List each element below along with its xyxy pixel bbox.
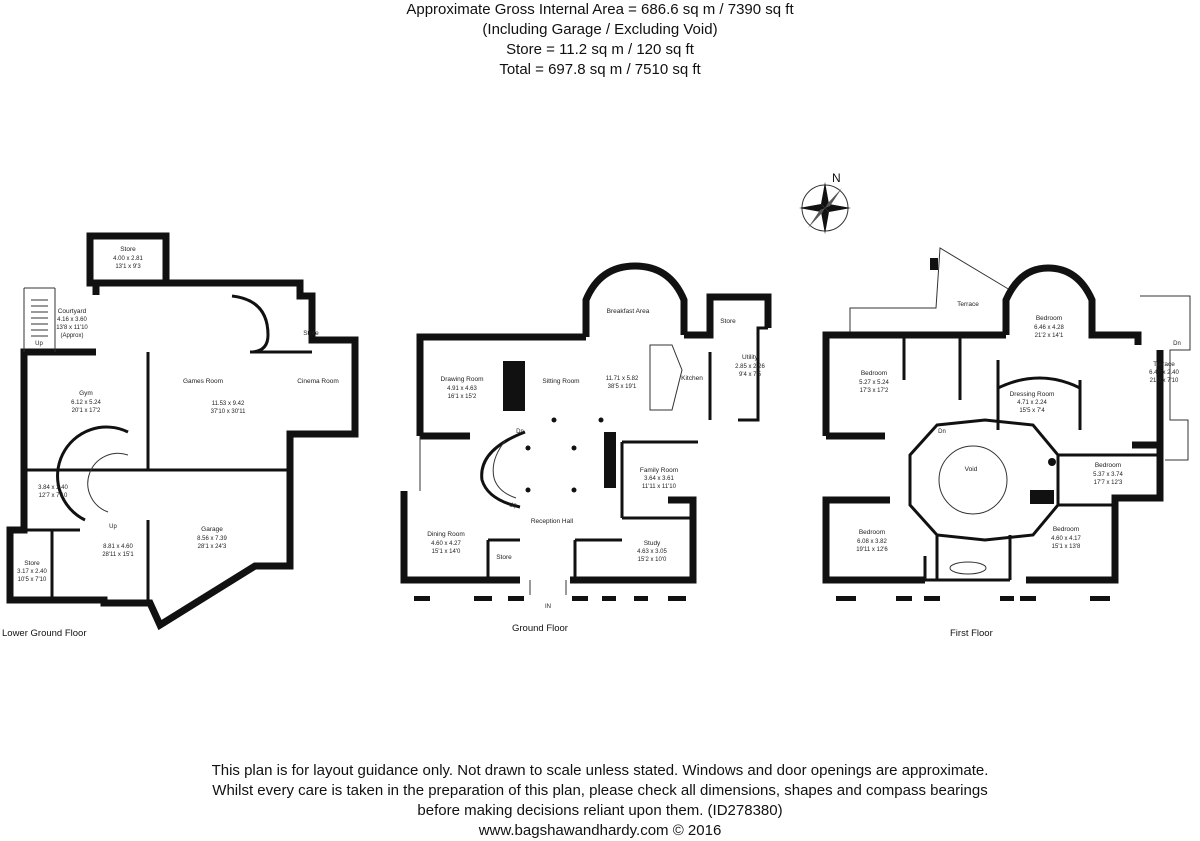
lg-store-3-label: Store: [24, 560, 40, 567]
website-copyright: www.bagshawandhardy.com © 2016: [478, 822, 722, 839]
svg-text:9'4 x 7'5: 9'4 x 7'5: [739, 372, 762, 378]
drawing-room-label: Drawing Room: [441, 376, 484, 383]
compass-rose-icon: N: [799, 171, 851, 234]
bedroom-4-label: Bedroom: [859, 529, 885, 536]
lg-up-label-1: Up: [35, 341, 43, 347]
lower-ground-floor-plan: Store 4.00 x 2.81 13'1 x 9'3 Courtyard 4…: [2, 232, 359, 639]
ground-floor-label: Ground Floor: [512, 623, 568, 634]
total-area: Total = 697.8 sq m / 7510 sq ft: [499, 61, 701, 78]
lg-store-2-label: Store: [303, 330, 319, 337]
disclaimer-line-1: This plan is for layout guidance only. N…: [211, 762, 989, 779]
kitchen-label: Kitchen: [681, 375, 703, 382]
cinema-room-label: Cinema Room: [297, 378, 339, 385]
disclaimer-line-3: before making decisions reliant upon the…: [417, 802, 783, 819]
svg-text:6.12 x 5.24: 6.12 x 5.24: [71, 400, 101, 406]
svg-text:6.40 x 2.40: 6.40 x 2.40: [1149, 370, 1179, 376]
svg-text:5.27 x 5.24: 5.27 x 5.24: [859, 380, 889, 386]
reception-hall-label: Reception Hall: [531, 518, 574, 525]
svg-text:4.71 x 2.24: 4.71 x 2.24: [1017, 400, 1047, 406]
svg-text:28'1 x 24'3: 28'1 x 24'3: [198, 544, 227, 550]
garage-label: Garage: [201, 526, 223, 533]
terrace-label-1: Terrace: [957, 301, 979, 308]
bedroom-5-label: Bedroom: [1053, 526, 1079, 533]
lower-ground-floor-label: Lower Ground Floor: [2, 628, 86, 639]
svg-text:21'0 x 7'10: 21'0 x 7'10: [1150, 378, 1179, 384]
store-area: Store = 11.2 sq m / 120 sq ft: [506, 41, 694, 58]
svg-text:15'1 x 14'0: 15'1 x 14'0: [432, 549, 461, 555]
svg-text:3.17 x 2.40: 3.17 x 2.40: [17, 569, 47, 575]
ground-floor-plan: Breakfast Area Drawing Room 4.91 x 4.63 …: [400, 262, 772, 634]
svg-text:38'5 x 19'1: 38'5 x 19'1: [608, 384, 637, 390]
gf-up-label: Up: [509, 503, 517, 509]
area-summary: Approximate Gross Internal Area = 686.6 …: [0, 0, 1200, 80]
disclaimer: This plan is for layout guidance only. N…: [0, 761, 1200, 841]
lg-hall-dim: 8.81 x 4.60: [103, 544, 133, 550]
gf-store-label: Store: [720, 318, 736, 325]
bedroom-3-label: Bedroom: [1095, 462, 1121, 469]
svg-text:15'1 x 13'8: 15'1 x 13'8: [1052, 544, 1081, 550]
svg-text:17'3 x 17'2: 17'3 x 17'2: [860, 388, 889, 394]
svg-text:17'7 x 12'3: 17'7 x 12'3: [1094, 480, 1123, 486]
svg-text:20'1 x 17'2: 20'1 x 17'2: [72, 408, 101, 414]
svg-text:4.16 x 3.60: 4.16 x 3.60: [57, 317, 87, 323]
dining-room-label: Dining Room: [427, 531, 465, 538]
first-floor-plan: Terrace Bedroom 6.46 x 4.28 21'2 x 14'1 …: [822, 247, 1191, 639]
svg-text:11.53 x 9.42: 11.53 x 9.42: [212, 401, 245, 407]
first-floor-label: First Floor: [950, 628, 993, 639]
svg-text:16'1 x 15'2: 16'1 x 15'2: [448, 394, 477, 400]
disclaimer-line-2: Whilst every care is taken in the prepar…: [212, 782, 988, 799]
entrance-in-label: IN: [545, 604, 551, 610]
dressing-room-label: Dressing Room: [1010, 391, 1055, 398]
svg-text:6.08 x 3.82: 6.08 x 3.82: [857, 539, 887, 545]
bedroom-1-label: Bedroom: [1036, 315, 1062, 322]
svg-text:2.85 x 2.26: 2.85 x 2.26: [735, 364, 765, 370]
svg-text:4.00 x 2.81: 4.00 x 2.81: [113, 256, 143, 262]
svg-text:3.64 x 3.61: 3.64 x 3.61: [644, 476, 674, 482]
study-label: Study: [644, 540, 661, 547]
breakfast-area-label: Breakfast Area: [607, 308, 650, 315]
area-inclusion-note: (Including Garage / Excluding Void): [482, 21, 718, 38]
svg-text:(Approx): (Approx): [60, 333, 83, 339]
games-room-label: Games Room: [183, 378, 223, 385]
void-label: Void: [965, 466, 978, 473]
svg-text:4.60 x 4.27: 4.60 x 4.27: [431, 541, 461, 547]
svg-text:11'11 x 11'10: 11'11 x 11'10: [642, 484, 677, 490]
gf-dn-label: Dn: [516, 429, 524, 435]
family-room-label: Family Room: [640, 467, 678, 474]
terrace-label-2: Terrace: [1153, 361, 1175, 368]
svg-text:4.60 x 4.17: 4.60 x 4.17: [1051, 536, 1081, 542]
bedroom-2-label: Bedroom: [861, 370, 887, 377]
svg-text:21'2 x 14'1: 21'2 x 14'1: [1035, 333, 1064, 339]
sitting-room-dim: 11.71 x 5.82: [606, 376, 639, 382]
sitting-room-label: Sitting Room: [542, 378, 579, 385]
courtyard-label: Courtyard: [58, 308, 87, 315]
ff-dn-label-2: Dn: [1173, 341, 1181, 347]
svg-text:28'11 x 15'1: 28'11 x 15'1: [102, 552, 134, 558]
svg-text:19'11 x 12'6: 19'11 x 12'6: [856, 547, 888, 553]
svg-text:10'5 x 7'10: 10'5 x 7'10: [18, 577, 47, 583]
svg-text:13'8 x 11'10: 13'8 x 11'10: [56, 325, 88, 331]
gym-label: Gym: [79, 390, 93, 397]
gf-store-2-label: Store: [496, 554, 512, 561]
svg-text:6.46 x 4.28: 6.46 x 4.28: [1034, 325, 1064, 331]
ff-dn-label-1: Dn: [938, 429, 946, 435]
compass-north-label: N: [832, 171, 841, 185]
svg-text:4.63 x 3.05: 4.63 x 3.05: [637, 549, 667, 555]
svg-text:8.56 x 7.39: 8.56 x 7.39: [197, 536, 227, 542]
svg-text:15'5 x 7'4: 15'5 x 7'4: [1019, 408, 1045, 414]
svg-text:12'7 x 7'10: 12'7 x 7'10: [39, 493, 68, 499]
lg-store-label: Store: [120, 246, 136, 253]
gross-internal-area: Approximate Gross Internal Area = 686.6 …: [406, 1, 794, 18]
svg-text:13'1 x 9'3: 13'1 x 9'3: [115, 264, 141, 270]
utility-label: Utility: [742, 354, 759, 361]
lg-small-room-dim: 3.84 x 2.40: [38, 485, 68, 491]
lg-up-label-2: Up: [109, 524, 117, 530]
svg-text:37'10 x 30'11: 37'10 x 30'11: [211, 409, 247, 415]
svg-text:4.91 x 4.63: 4.91 x 4.63: [447, 386, 477, 392]
svg-text:15'2 x 10'0: 15'2 x 10'0: [638, 557, 667, 563]
svg-text:5.37 x 3.74: 5.37 x 3.74: [1093, 472, 1123, 478]
